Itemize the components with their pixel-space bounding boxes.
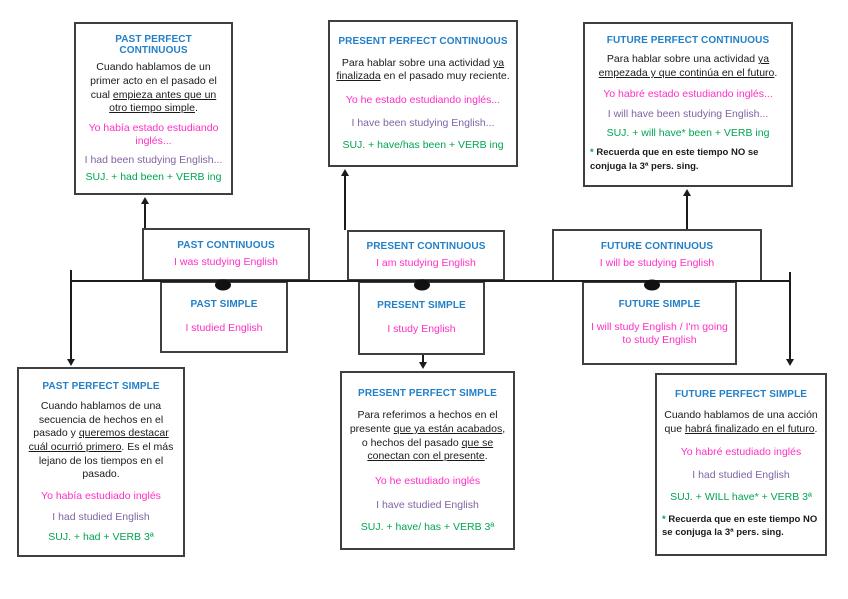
past-perfect-simple-box: PAST PERFECT SIMPLE Cuando hablamos de u… xyxy=(17,367,185,557)
box-description: Cuando hablamos de una acción que habrá … xyxy=(664,409,818,436)
example-english: I had been studying English... xyxy=(84,153,223,166)
box-title: PAST PERFECT SIMPLE xyxy=(42,381,160,392)
arrow-down-icon xyxy=(786,359,794,366)
arrow-down-icon xyxy=(67,359,75,366)
box-title: PAST CONTINUOUS xyxy=(177,239,275,251)
formula: SUJ. + WILL have* + VERB 3ª xyxy=(670,491,812,503)
formula: SUJ. + had been + VERB ing xyxy=(85,171,222,184)
arrow-up-icon xyxy=(683,189,691,196)
example-spanish: Yo he estudiado inglés xyxy=(374,474,481,487)
box-title: FUTURE PERFECT SIMPLE xyxy=(674,388,808,400)
future-perfect-simple-box: FUTURE PERFECT SIMPLE Cuando hablamos de… xyxy=(655,373,827,556)
example-english: I have been studying English... xyxy=(351,117,495,130)
formula: SUJ. + had + VERB 3ª xyxy=(48,530,154,543)
box-description: Cuando hablamos de un primer acto en el … xyxy=(90,61,217,115)
future-perfect-continuous-box: FUTURE PERFECT CONTINUOUS Para hablar so… xyxy=(583,22,793,187)
present-continuous-box: PRESENT CONTINUOUS I am studying English xyxy=(347,230,505,281)
past-simple-box: PAST SIMPLE I studied English xyxy=(160,281,288,353)
box-title: FUTURE SIMPLE xyxy=(618,298,701,310)
past-continuous-box: PAST CONTINUOUS I was studying English xyxy=(142,228,310,281)
example-english: I will have been studying English... xyxy=(607,107,769,120)
conjugation-note: * Recuerda que en este tiempo NO se conj… xyxy=(590,147,759,173)
box-title: PAST PERFECT CONTINUOUS xyxy=(115,33,192,56)
future-continuous-box: FUTURE CONTINUOUS I will be studying Eng… xyxy=(552,229,762,282)
formula: SUJ. + have/ has + VERB 3ª xyxy=(360,521,495,534)
example-spanish: I am studying English xyxy=(376,256,476,269)
arrow-up-icon xyxy=(341,169,349,176)
conjugation-note: * Recuerda que en este tiempo NO se conj… xyxy=(662,513,818,539)
example-spanish: I was studying English xyxy=(174,256,278,269)
box-title: PAST SIMPLE xyxy=(190,298,258,310)
box-title: FUTURE PERFECT CONTINUOUS xyxy=(606,35,770,47)
box-title: FUTURE CONTINUOUS xyxy=(600,240,714,252)
example-spanish: I studied English xyxy=(185,321,263,334)
box-title: PRESENT SIMPLE xyxy=(377,299,466,311)
box-description: Para hablar sobre una actividad ya empez… xyxy=(598,53,778,79)
past-perfect-continuous-box: PAST PERFECT CONTINUOUS Cuando hablamos … xyxy=(74,22,233,195)
present-perfect-continuous-box: PRESENT PERFECT CONTINUOUS Para hablar s… xyxy=(328,20,518,167)
arrow-down-icon xyxy=(419,362,427,369)
present-simple-box: PRESENT SIMPLE I study English xyxy=(358,281,485,355)
box-description: Para hablar sobre una actividad ya final… xyxy=(336,56,510,83)
example-english: I have studied English xyxy=(376,498,479,511)
example-spanish: I study English xyxy=(387,323,456,336)
example-english: I had studied English xyxy=(52,510,150,523)
formula: SUJ. + have/has been + VERB ing xyxy=(342,139,504,152)
box-title: PRESENT PERFECT CONTINUOUS xyxy=(338,35,508,47)
future-simple-box: FUTURE SIMPLE I will study English / I'm… xyxy=(582,281,737,365)
example-spanish: Yo he estado estudiando inglés... xyxy=(345,94,501,107)
arrow-up-icon xyxy=(141,197,149,204)
example-spanish: Yo habré estudiado inglés xyxy=(680,446,802,459)
box-description: Cuando hablamos de una secuencia de hech… xyxy=(28,400,174,481)
example-spanish: Yo había estudiado inglés xyxy=(41,489,161,502)
example-spanish: I will study English / I'm going to stud… xyxy=(591,321,728,347)
example-english: I had studied English xyxy=(692,469,790,482)
formula: SUJ. + will have* been + VERB ing xyxy=(606,127,770,140)
present-perfect-simple-box: PRESENT PERFECT SIMPLE Para referimos a … xyxy=(340,371,515,550)
box-title: PRESENT CONTINUOUS xyxy=(366,240,486,252)
example-spanish: I will be studying English xyxy=(599,257,715,270)
example-spanish: Yo habré estado estudiando inglés... xyxy=(603,87,773,100)
box-description: Para referimos a hechos en el presente q… xyxy=(349,409,506,463)
box-title: PRESENT PERFECT SIMPLE xyxy=(358,387,497,399)
example-spanish: Yo había estado estudiando inglés... xyxy=(88,121,219,147)
